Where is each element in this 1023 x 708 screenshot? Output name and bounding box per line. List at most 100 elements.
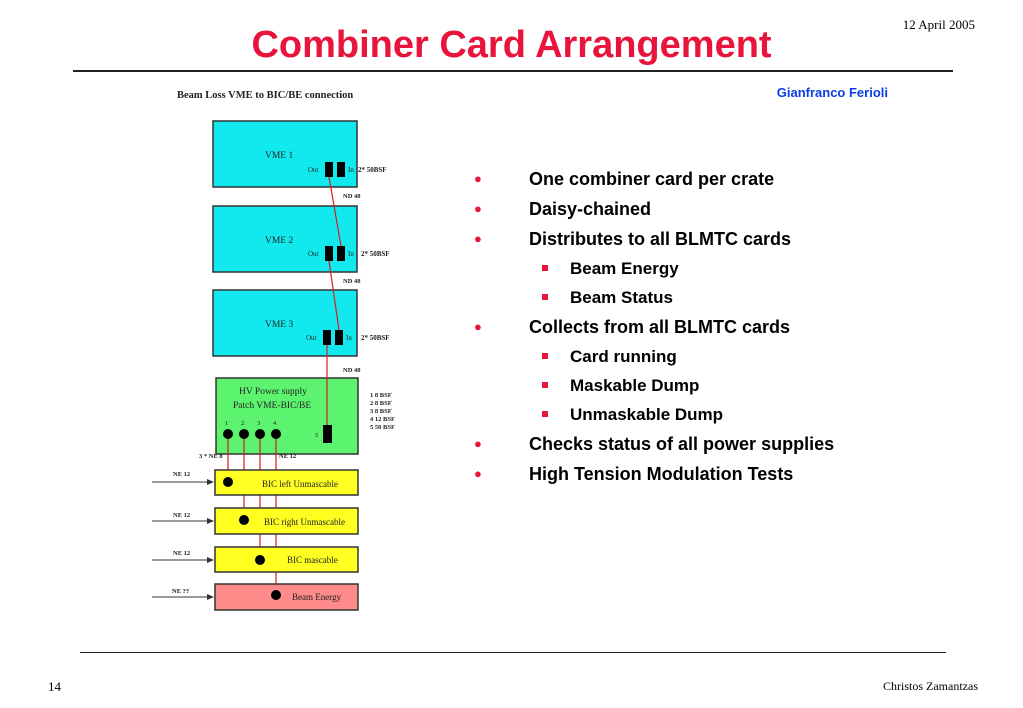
port-1-label: 1 <box>225 420 228 427</box>
bullet-item: ● Checks status of all power supplies <box>468 429 908 459</box>
vme-1-in-label: In <box>348 166 354 174</box>
target-bic-right-dot <box>239 515 249 525</box>
sub-bullet-text: Card running <box>570 347 677 366</box>
bullet-item: ● One combiner card per crate <box>468 164 908 194</box>
square-bullet-icon <box>542 265 548 271</box>
port-5-label: 5 <box>315 432 318 439</box>
vme-3-in-connector <box>335 330 343 345</box>
vme-1-connector-label: 2* 50BSF <box>358 166 387 174</box>
connector-spec-5: 5 50 BSF <box>370 424 395 431</box>
bullet-text: Daisy-chained <box>529 199 652 219</box>
target-bic-mascable-box <box>214 546 359 573</box>
bullet-text: Checks status of all power supplies <box>529 434 835 454</box>
target-bic-mascable-label: BIC mascable <box>287 555 338 565</box>
vme-2-in-connector <box>337 246 345 261</box>
port-2-label: 2 <box>241 420 244 427</box>
presenter-name: Christos Zamantzas <box>883 679 978 693</box>
vme-2-cable-label: ND 48 <box>343 278 361 285</box>
vme-1-out-connector <box>325 162 333 177</box>
vme-crate-3-label: VME 3 <box>265 320 293 330</box>
sub-bullet-item: Maskable Dump <box>468 371 908 400</box>
vme-2-out-label: Out <box>308 250 319 258</box>
target-bic-left-dot <box>223 477 233 487</box>
port-5-connector <box>323 425 332 443</box>
square-bullet-icon <box>542 294 548 300</box>
port-3-label: 3 <box>257 420 260 427</box>
connector-spec-3: 3 8 BSF <box>370 408 392 415</box>
vme-2-connector-label: 2* 50BSF <box>361 250 390 258</box>
vme-3-out-connector <box>323 330 331 345</box>
port-1-dot <box>223 429 233 439</box>
target-bic-mascable-dot <box>255 555 265 565</box>
target-bic-right-label: BIC right Unmascable <box>264 517 345 527</box>
port-3-dot <box>255 429 265 439</box>
port-4-dot <box>271 429 281 439</box>
connection-diagram: Beam Loss VME to BIC/BE connection VME 1… <box>152 90 395 611</box>
cable-label-ne12: NE 12 <box>279 453 296 460</box>
input-label-3: NE 12 <box>173 550 190 557</box>
target-bic-right-box <box>214 507 359 535</box>
bullet-dot-icon: ● <box>474 201 482 216</box>
power-supply-line2: Patch VME-BIC/BE <box>233 401 311 411</box>
port-4-label: 4 <box>273 420 277 427</box>
power-supply-line1: HV Power supply <box>239 387 307 397</box>
input-arrowhead-2 <box>207 518 214 524</box>
bullet-dot-icon: ● <box>474 231 482 246</box>
date-label: 12 April 2005 <box>902 17 975 32</box>
footer-rule <box>80 652 946 653</box>
daisy-chain-wire-1 <box>328 176 342 247</box>
sub-bullet-item: Beam Energy <box>468 254 908 283</box>
connector-spec-1: 1 8 BSF <box>370 392 392 399</box>
bullet-text: One combiner card per crate <box>529 169 775 189</box>
input-arrowhead-3 <box>207 557 214 563</box>
connector-spec-2: 2 8 BSF <box>370 400 392 407</box>
vme-crate-1-label: VME 1 <box>265 151 293 161</box>
port-2-dot <box>239 429 249 439</box>
bullet-dot-icon: ● <box>474 171 482 186</box>
input-arrowhead-1 <box>207 479 214 485</box>
vme-1-in-connector <box>337 162 345 177</box>
input-label-4: NE ?? <box>172 588 189 595</box>
vme-2-in-label: In <box>348 250 354 258</box>
connector-spec-4: 4 12 BSF <box>370 416 395 423</box>
bullet-item: ● Collects from all BLMTC cards <box>468 312 908 342</box>
bullet-text: Distributes to all BLMTC cards <box>529 229 792 249</box>
target-bic-left-label: BIC left Unmascable <box>262 479 338 489</box>
page-number: 14 <box>48 679 61 694</box>
sub-bullet-text: Beam Status <box>570 288 673 307</box>
vme-crate-2-label: VME 2 <box>265 236 293 246</box>
sub-bullet-text: Maskable Dump <box>570 376 700 395</box>
vme-3-in-label: In <box>346 334 352 342</box>
target-beam-energy-dot <box>271 590 281 600</box>
sub-bullet-item: Card running <box>468 342 908 371</box>
cable-label-ne8: 3 * NE 8 <box>199 453 223 460</box>
square-bullet-icon <box>542 353 548 359</box>
slide-title: Combiner Card Arrangement <box>251 24 772 66</box>
square-bullet-icon <box>542 411 548 417</box>
input-label-2: NE 12 <box>173 512 190 519</box>
vme-1-cable-label: ND 48 <box>343 193 361 200</box>
bullet-text: High Tension Modulation Tests <box>529 464 794 484</box>
target-beam-energy-box <box>214 583 359 611</box>
diagram-caption: Beam Loss VME to BIC/BE connection <box>177 90 353 101</box>
vme-crate-3 <box>212 289 358 357</box>
bullet-text: Collects from all BLMTC cards <box>529 317 791 337</box>
bullet-list: ● One combiner card per crate ● Daisy-chai… <box>468 164 908 489</box>
author-label: Gianfranco Ferioli <box>776 85 888 100</box>
title-rule <box>73 70 953 72</box>
input-arrowhead-4 <box>207 594 214 600</box>
vme-3-cable-label: ND 48 <box>343 367 361 374</box>
bullet-dot-icon: ● <box>474 466 482 481</box>
daisy-chain-wire-2 <box>328 260 340 331</box>
square-bullet-icon <box>542 382 548 388</box>
bullet-dot-icon: ● <box>474 436 482 451</box>
bullet-dot-icon: ● <box>474 319 482 334</box>
bullet-item: ● High Tension Modulation Tests <box>468 459 908 489</box>
bullet-item: ● Distributes to all BLMTC cards <box>468 224 908 254</box>
vme-3-connector-label: 2* 50BSF <box>361 334 390 342</box>
sub-bullet-item: Beam Status <box>468 283 908 312</box>
target-beam-energy-label: Beam Energy <box>292 592 342 602</box>
power-supply-box <box>215 377 359 455</box>
sub-bullet-text: Unmaskable Dump <box>570 405 724 424</box>
vme-1-out-label: Out <box>308 166 319 174</box>
